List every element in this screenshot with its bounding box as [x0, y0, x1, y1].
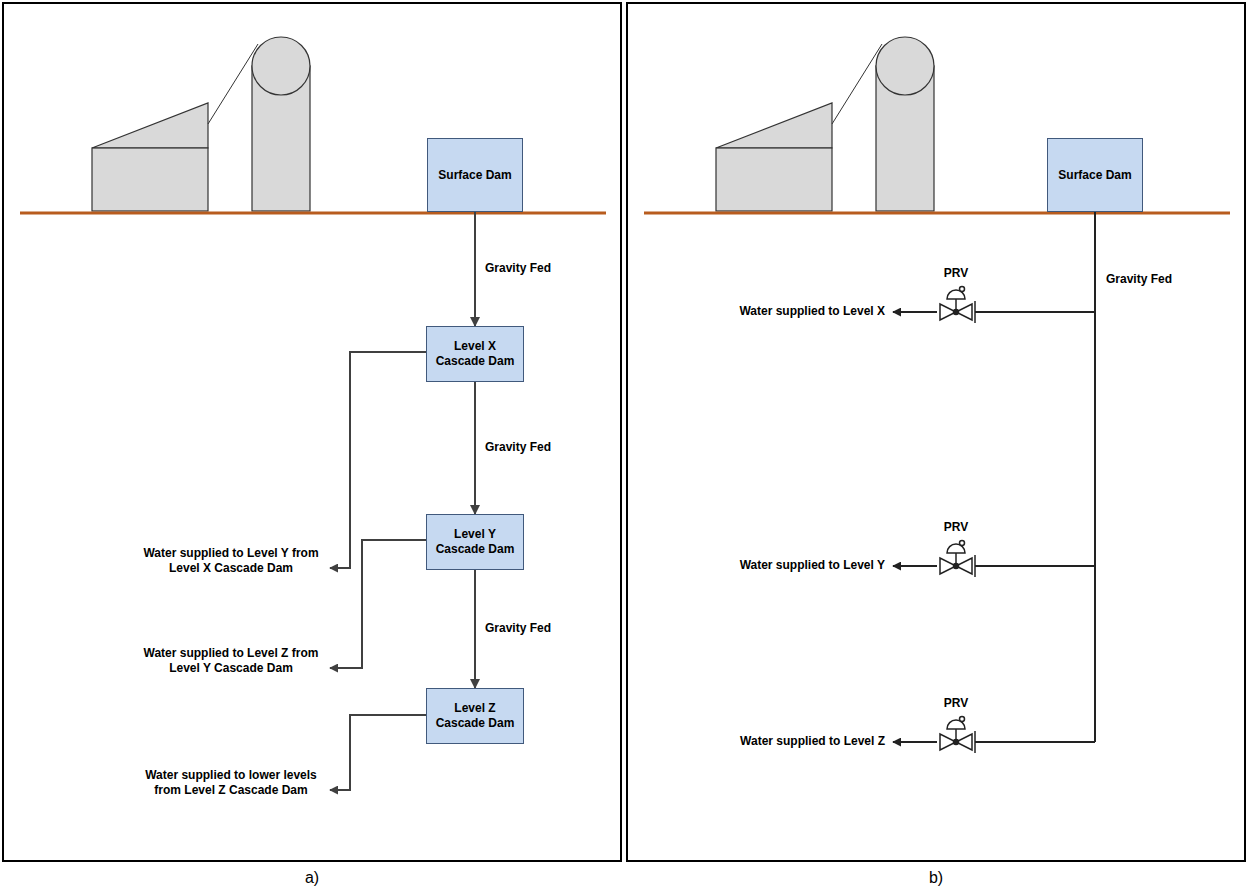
dam-box: Surface Dam [1047, 138, 1143, 212]
supply-label: Water supplied to Level X [660, 304, 885, 319]
label-text: PRV [944, 520, 968, 534]
dam-box: Level Y Cascade Dam [426, 514, 524, 570]
supply-line [330, 715, 427, 790]
supply-label: Water supplied to lower levels from Leve… [140, 768, 322, 798]
supply-line [330, 540, 427, 668]
gravity-feed-arrow [474, 382, 476, 514]
supply-label: Gravity Fed [1106, 272, 1216, 287]
panel-caption: b) [626, 868, 1246, 888]
diagram-panel: b) Surface Dam [626, 2, 1246, 890]
dam-label: Surface Dam [1058, 168, 1131, 183]
prv-branch [893, 541, 1095, 578]
supply-label: Water supplied to Level Y [660, 558, 885, 573]
valve-label: PRV [936, 520, 976, 535]
panel-frame [626, 2, 1246, 862]
main-pipe [1094, 212, 1096, 742]
headframe-illustration [716, 37, 934, 211]
supply-label: Water supplied to Level Z from Level Y C… [140, 646, 322, 676]
label-text: PRV [944, 266, 968, 280]
dam-box: Surface Dam [427, 138, 523, 212]
dam-label: Level Z Cascade Dam [433, 701, 517, 731]
prv-branch [893, 287, 1095, 324]
label-text: Gravity Fed [1106, 272, 1172, 286]
label-text: Water supplied to Level Y [740, 558, 885, 572]
edge-label-box: Gravity Fed [485, 440, 551, 455]
dam-box: Level Z Cascade Dam [426, 688, 524, 744]
label-text: Water supplied to Level X [739, 304, 885, 318]
edge-label-box: Gravity Fed [485, 621, 551, 636]
label-text: Water supplied to Level Z from Level Y C… [144, 646, 319, 675]
panel-caption: a) [2, 868, 622, 888]
panel-frame [2, 2, 622, 862]
supply-label: Water supplied to Level Z [660, 734, 885, 749]
dam-box: Level X Cascade Dam [426, 326, 524, 382]
label-text: Water supplied to Level Y from Level X C… [143, 546, 318, 575]
supply-line [330, 352, 427, 568]
label-text: PRV [944, 696, 968, 710]
valve-label: PRV [936, 696, 976, 711]
dam-label: Level Y Cascade Dam [433, 527, 517, 557]
edge-label-box: Gravity Fed [485, 261, 551, 276]
label-text: Water supplied to Level Z [740, 734, 885, 748]
valve-label: PRV [936, 266, 976, 281]
edge-label: Gravity Fed [485, 440, 551, 454]
dam-label: Surface Dam [438, 168, 511, 183]
dam-label: Level X Cascade Dam [433, 339, 517, 369]
prv-branch [893, 717, 1095, 754]
edge-label: Gravity Fed [485, 621, 551, 635]
edge-label: Gravity Fed [485, 261, 551, 275]
gravity-feed-arrow [474, 570, 476, 688]
headframe-illustration [92, 37, 310, 211]
supply-label: Water supplied to Level Y from Level X C… [140, 546, 322, 576]
label-text: Water supplied to lower levels from Leve… [145, 768, 317, 797]
gravity-feed-arrow [474, 212, 476, 326]
